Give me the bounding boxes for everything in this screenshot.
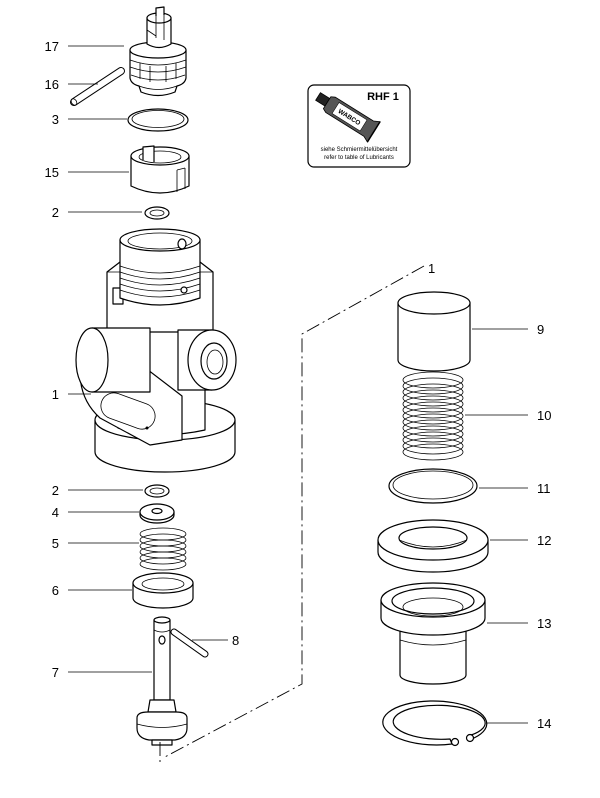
callout-15: 15 bbox=[45, 165, 59, 180]
part-2-lower-o-ring bbox=[144, 484, 170, 498]
part-6-seat-ring bbox=[132, 572, 194, 609]
callout-3: 3 bbox=[52, 112, 59, 127]
part-9-cylinder-sleeve bbox=[397, 291, 471, 372]
callout-6: 6 bbox=[52, 583, 59, 598]
part-8-pin bbox=[170, 628, 209, 658]
callout-17: 17 bbox=[45, 39, 59, 54]
lubricant-tube-icon: WABCO bbox=[315, 92, 381, 143]
part-11-sealing-ring bbox=[388, 468, 478, 504]
callout-9: 9 bbox=[537, 322, 544, 337]
callout-14: 14 bbox=[537, 716, 551, 731]
part-3-sealing-ring bbox=[127, 108, 189, 132]
part-14-circlip bbox=[382, 700, 488, 747]
part-1-housing bbox=[75, 228, 237, 473]
part-10-spring bbox=[402, 371, 464, 461]
callout-11: 11 bbox=[537, 481, 551, 496]
callout-2-upper: 2 bbox=[52, 205, 59, 220]
lubricant-note-box: RHF 1 WABCO siehe Schmiermittelübersicht… bbox=[307, 84, 411, 168]
callout-7: 7 bbox=[52, 665, 59, 680]
part-7-piston bbox=[136, 616, 188, 746]
lubricant-note-de: siehe Schmiermittelübersicht bbox=[321, 147, 398, 153]
part-15-sleeve bbox=[130, 145, 190, 194]
lubricant-code: RHF 1 bbox=[367, 91, 399, 103]
callout-13: 13 bbox=[537, 616, 551, 631]
part-17-valve-insert bbox=[129, 6, 187, 97]
part-5-spring bbox=[139, 527, 187, 571]
part-4-washer bbox=[139, 503, 175, 524]
assembly-group-line bbox=[159, 265, 425, 764]
leader-lines bbox=[68, 45, 528, 724]
callout-8: 8 bbox=[232, 633, 239, 648]
lubricant-note-en: refer to table of Lubricants bbox=[324, 155, 394, 161]
callout-16: 16 bbox=[45, 77, 59, 92]
part-2-upper-o-ring bbox=[144, 206, 170, 220]
callout-10: 10 bbox=[537, 408, 551, 423]
callout-1: 1 bbox=[52, 387, 59, 402]
part-13-cup bbox=[380, 582, 486, 685]
callout-2-lower: 2 bbox=[52, 483, 59, 498]
callout-group-1: 1 bbox=[428, 261, 435, 276]
callout-12: 12 bbox=[537, 533, 551, 548]
part-12-washer bbox=[377, 519, 489, 573]
callout-4: 4 bbox=[52, 505, 59, 520]
callout-5: 5 bbox=[52, 536, 59, 551]
part-16-pin bbox=[70, 67, 125, 106]
